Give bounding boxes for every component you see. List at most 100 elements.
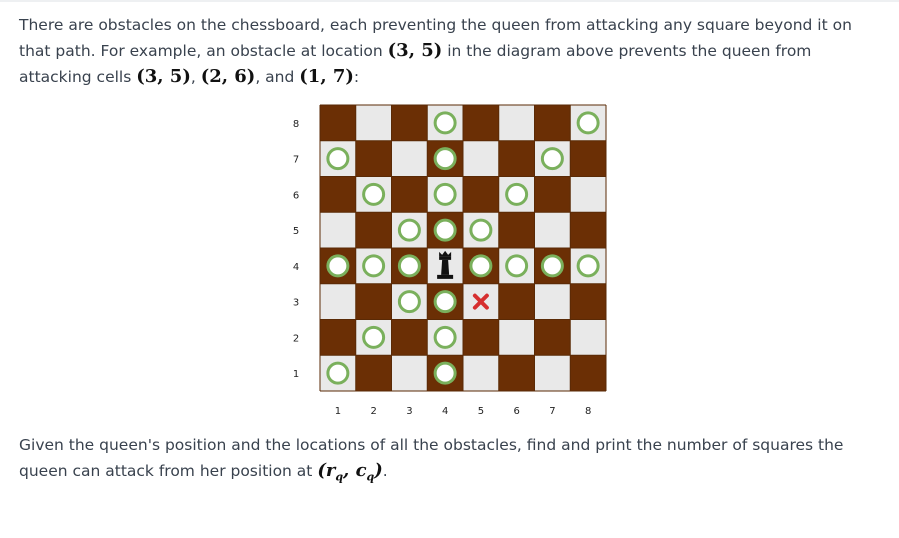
board-square [534, 319, 571, 356]
attack-circle-ring [505, 182, 529, 206]
board-square [498, 212, 535, 248]
attack-circle-icon [540, 147, 564, 171]
attack-circle-ring [469, 218, 493, 242]
attack-circle-icon [433, 290, 457, 314]
board-square [391, 319, 428, 356]
attack-circle-icon [397, 290, 421, 314]
math-part: , c [343, 460, 367, 481]
attack-circle-ring [576, 254, 600, 278]
intro-text: There are obstacles on the chessboard, e… [19, 16, 852, 60]
queen-crown [439, 250, 452, 257]
attack-circle-ring [362, 182, 386, 206]
intro-text: , [190, 68, 201, 86]
math-part: (r [317, 460, 336, 481]
attack-circle-ring [362, 325, 386, 349]
attack-circle-icon [433, 361, 457, 385]
attack-circle-ring [433, 325, 457, 349]
board-square [534, 105, 571, 141]
attack-circle-ring [397, 290, 421, 314]
file-label: 3 [406, 406, 412, 417]
attack-circle-icon [505, 182, 529, 206]
math-part: ) [374, 460, 383, 481]
board-square [498, 105, 535, 141]
intro-paragraph: There are obstacles on the chessboard, e… [19, 12, 879, 90]
attack-circle-ring [433, 290, 457, 314]
attack-circle-icon [540, 254, 564, 278]
board-square [570, 140, 606, 177]
attack-circle-icon [433, 325, 457, 349]
queen-collar [439, 256, 452, 260]
rank-label: 7 [293, 155, 299, 166]
board-square [570, 176, 606, 213]
rank-label: 2 [293, 333, 299, 344]
board-square [355, 212, 392, 248]
rank-label: 5 [293, 226, 299, 237]
attack-circle-ring [326, 147, 350, 171]
board-square [391, 176, 428, 213]
board-square [534, 283, 571, 320]
file-label: 1 [335, 406, 341, 417]
math-subscript: q [366, 470, 375, 484]
file-label: 6 [513, 406, 519, 417]
attack-circle-ring [326, 361, 350, 385]
board-square [320, 212, 356, 248]
intro-text: : [353, 68, 360, 86]
file-label: 7 [549, 406, 555, 417]
attack-circle-ring [397, 254, 421, 278]
board-square [570, 355, 606, 391]
attack-circle-icon [362, 254, 386, 278]
board-square [320, 176, 356, 213]
attack-circle-icon [397, 218, 421, 242]
board-square [534, 176, 571, 213]
attack-circle-ring [433, 111, 457, 135]
board-square [463, 319, 499, 356]
attack-circle-icon [362, 182, 386, 206]
file-label: 5 [478, 406, 484, 417]
attack-circle-icon [362, 325, 386, 349]
attack-circle-ring [326, 254, 350, 278]
attack-circle-ring [540, 147, 564, 171]
attack-circle-ring [469, 254, 493, 278]
task-text: Given the queen's position and the locat… [19, 436, 844, 480]
rank-label: 4 [293, 262, 299, 273]
attack-circle-ring [362, 254, 386, 278]
math-subscript: q [335, 470, 344, 484]
file-label: 2 [370, 406, 376, 417]
board-square [391, 105, 428, 141]
attack-circle-ring [433, 361, 457, 385]
board-square [355, 140, 392, 177]
attack-circle-ring [505, 254, 529, 278]
attack-circle-icon [469, 218, 493, 242]
board-square [391, 140, 428, 177]
attack-circle-icon [433, 111, 457, 135]
board-square [463, 355, 499, 391]
board-square [534, 355, 571, 391]
attack-circle-ring [540, 254, 564, 278]
board-square [570, 319, 606, 356]
board-square [463, 176, 499, 213]
board-square [570, 283, 606, 320]
attack-circle-ring [433, 218, 457, 242]
task-text: . [382, 462, 388, 480]
board-square [355, 283, 392, 320]
obstacle-x-icon [472, 293, 489, 310]
queen-body [441, 259, 450, 275]
rank-label: 6 [293, 190, 299, 201]
file-label: 4 [442, 406, 448, 417]
attack-circle-icon [576, 254, 600, 278]
queen-icon [437, 250, 454, 279]
board-square [355, 355, 392, 391]
attack-circle-icon [576, 111, 600, 135]
board-square [463, 105, 499, 141]
attack-circle-icon [433, 182, 457, 206]
attack-circle-ring [433, 147, 457, 171]
board-square [320, 283, 356, 320]
board-square [498, 319, 535, 356]
queen-base [437, 274, 454, 279]
attack-circle-icon [326, 254, 350, 278]
attack-circle-icon [326, 361, 350, 385]
attack-circle-ring [433, 182, 457, 206]
attack-circle-icon [433, 218, 457, 242]
math-queen-position: (rq, cq) [317, 460, 383, 484]
